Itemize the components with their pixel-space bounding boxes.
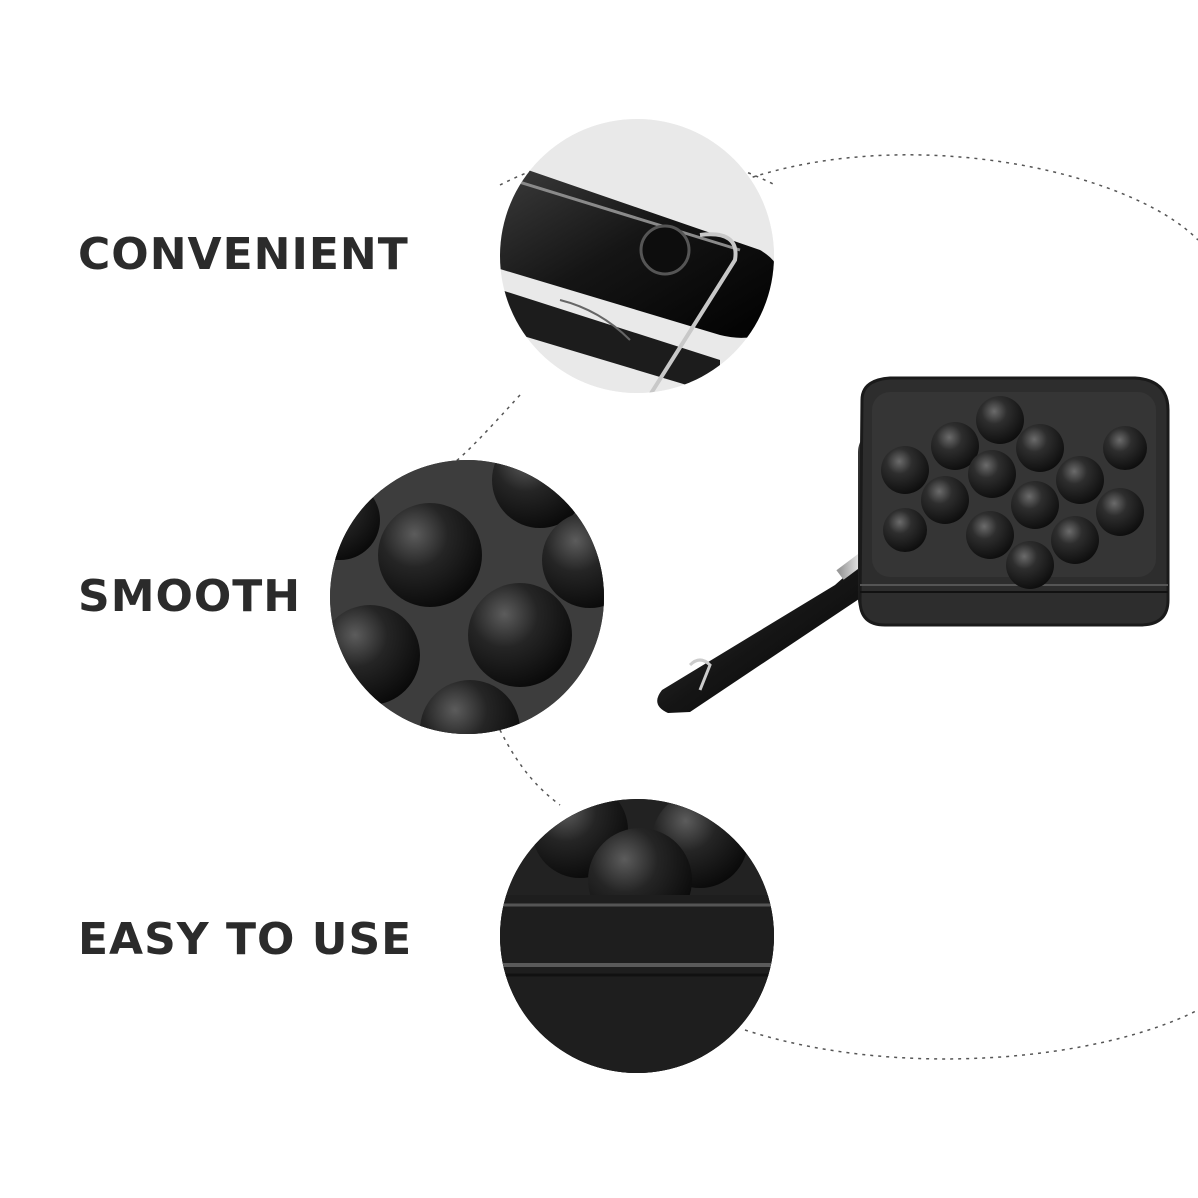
cavities-closeup-image [330, 460, 604, 734]
feature-label-smooth: SMOOTH [78, 571, 302, 622]
pan-cavities [881, 396, 1147, 589]
pan-handle [657, 545, 895, 713]
feature-label-convenient: CONVENIENT [78, 229, 409, 280]
pan-edge-closeup-image [500, 799, 774, 1073]
hanging-wire [688, 658, 712, 691]
takoyaki-pan-icon [657, 376, 1170, 713]
handle-closeup-image [500, 119, 774, 393]
feature-label-easy-to-use: EASY TO USE [78, 914, 413, 965]
